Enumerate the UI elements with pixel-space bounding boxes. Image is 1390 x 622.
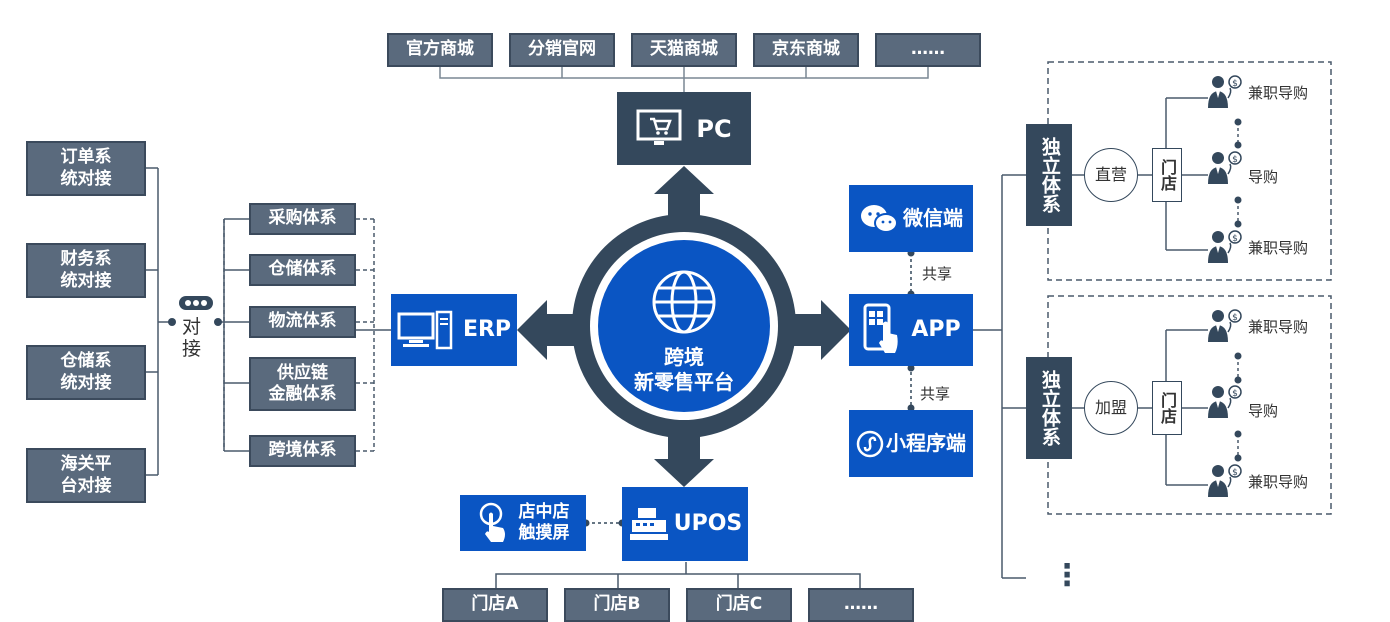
- svg-text:$: $: [1232, 389, 1238, 399]
- erp-node[interactable]: ERP: [391, 294, 517, 366]
- sales-guide-icon: $: [1206, 308, 1246, 342]
- cash-register-icon: [629, 508, 668, 540]
- procurement-system[interactable]: 采购体系: [249, 203, 356, 235]
- arrow-down-icon: [654, 430, 714, 487]
- share-label-top: 共享: [922, 265, 953, 283]
- arrow-right-icon: [788, 300, 851, 360]
- sales-guide-icon: $: [1206, 229, 1246, 263]
- center-platform-label: 跨境 新零售平台: [634, 345, 734, 394]
- sales-guide-icon: $: [1206, 463, 1246, 497]
- sales-guide-icon: $: [1206, 74, 1246, 108]
- franchise-node[interactable]: 加盟: [1084, 381, 1138, 435]
- connect-label: 对 接: [182, 316, 202, 360]
- more-dots: ⋮: [1052, 558, 1082, 593]
- upos-node[interactable]: UPOS: [622, 487, 748, 561]
- upos-label: UPOS: [673, 511, 743, 537]
- touch-hand-icon: [479, 502, 505, 542]
- wechat-node[interactable]: 微信端: [849, 185, 973, 252]
- arrow-up-icon: [654, 166, 714, 226]
- store-b[interactable]: 门店B: [564, 588, 670, 622]
- channel-tmall[interactable]: 天猫商城: [631, 33, 737, 67]
- sales-guide-icon: $: [1206, 384, 1246, 418]
- monitor-cart-icon: [636, 109, 682, 145]
- share-label-bottom: 共享: [920, 385, 951, 403]
- svg-text:$: $: [1232, 79, 1238, 89]
- sales-guide-icon: $: [1206, 150, 1246, 184]
- guide-label-part-time-1: 兼职导购: [1248, 84, 1309, 102]
- miniprogram-node[interactable]: 小程序端: [849, 410, 973, 477]
- warehousing-system[interactable]: 仓储体系: [249, 254, 356, 286]
- channel-jd[interactable]: 京东商城: [753, 33, 859, 67]
- svg-text:$: $: [1232, 234, 1238, 244]
- guide-label-1: 导购: [1248, 168, 1279, 186]
- computer-icon: [397, 310, 453, 350]
- svg-text:$: $: [1232, 155, 1238, 165]
- app-label: APP: [911, 317, 961, 343]
- app-node[interactable]: APP: [849, 294, 973, 366]
- guide-label-part-time-4: 兼职导购: [1248, 473, 1309, 491]
- miniprogram-label: 小程序端: [886, 431, 966, 455]
- customs-platform-integration[interactable]: 海关平 台对接: [26, 448, 146, 503]
- guide-label-part-time-2: 兼职导购: [1248, 239, 1309, 257]
- erp-label: ERP: [462, 317, 512, 343]
- channel-more[interactable]: ……: [875, 33, 981, 67]
- store-node-direct[interactable]: 门店: [1152, 148, 1182, 202]
- independent-system-franchise[interactable]: 独立体系: [1026, 357, 1072, 459]
- svg-text:$: $: [1232, 313, 1238, 323]
- wechat-icon: [861, 204, 898, 233]
- warehouse-system-integration[interactable]: 仓储系 统对接: [26, 345, 146, 400]
- supply-chain-finance-system[interactable]: 供应链 金融体系: [249, 357, 356, 411]
- order-system-integration[interactable]: 订单系 统对接: [26, 141, 146, 196]
- guide-label-2: 导购: [1248, 402, 1279, 420]
- store-c[interactable]: 门店C: [686, 588, 792, 622]
- channel-distribution-site[interactable]: 分销官网: [509, 33, 615, 67]
- channel-official-mall[interactable]: 官方商城: [387, 33, 493, 67]
- chain-link-icon: [179, 296, 213, 310]
- store-more[interactable]: ……: [808, 588, 914, 622]
- pc-label: PC: [696, 114, 732, 143]
- in-store-touchscreen-node[interactable]: 店中店 触摸屏: [460, 495, 586, 551]
- store-a[interactable]: 门店A: [442, 588, 548, 622]
- pc-node[interactable]: PC: [617, 92, 751, 165]
- miniprogram-icon: [856, 430, 884, 457]
- store-node-franchise[interactable]: 门店: [1152, 381, 1182, 435]
- svg-text:$: $: [1232, 468, 1238, 478]
- arrow-left-icon: [517, 300, 580, 360]
- finance-system-integration[interactable]: 财务系 统对接: [26, 243, 146, 298]
- globe-icon: [652, 270, 716, 334]
- touchscreen-label: 店中店 触摸屏: [518, 501, 570, 543]
- direct-operated-node[interactable]: 直营: [1084, 148, 1138, 202]
- guide-label-part-time-3: 兼职导购: [1248, 318, 1309, 336]
- independent-system-direct[interactable]: 独立体系: [1026, 124, 1072, 226]
- cross-border-system[interactable]: 跨境体系: [249, 435, 356, 467]
- logistics-system[interactable]: 物流体系: [249, 306, 356, 338]
- smartphone-touch-icon: [863, 303, 899, 353]
- wechat-label: 微信端: [903, 206, 963, 230]
